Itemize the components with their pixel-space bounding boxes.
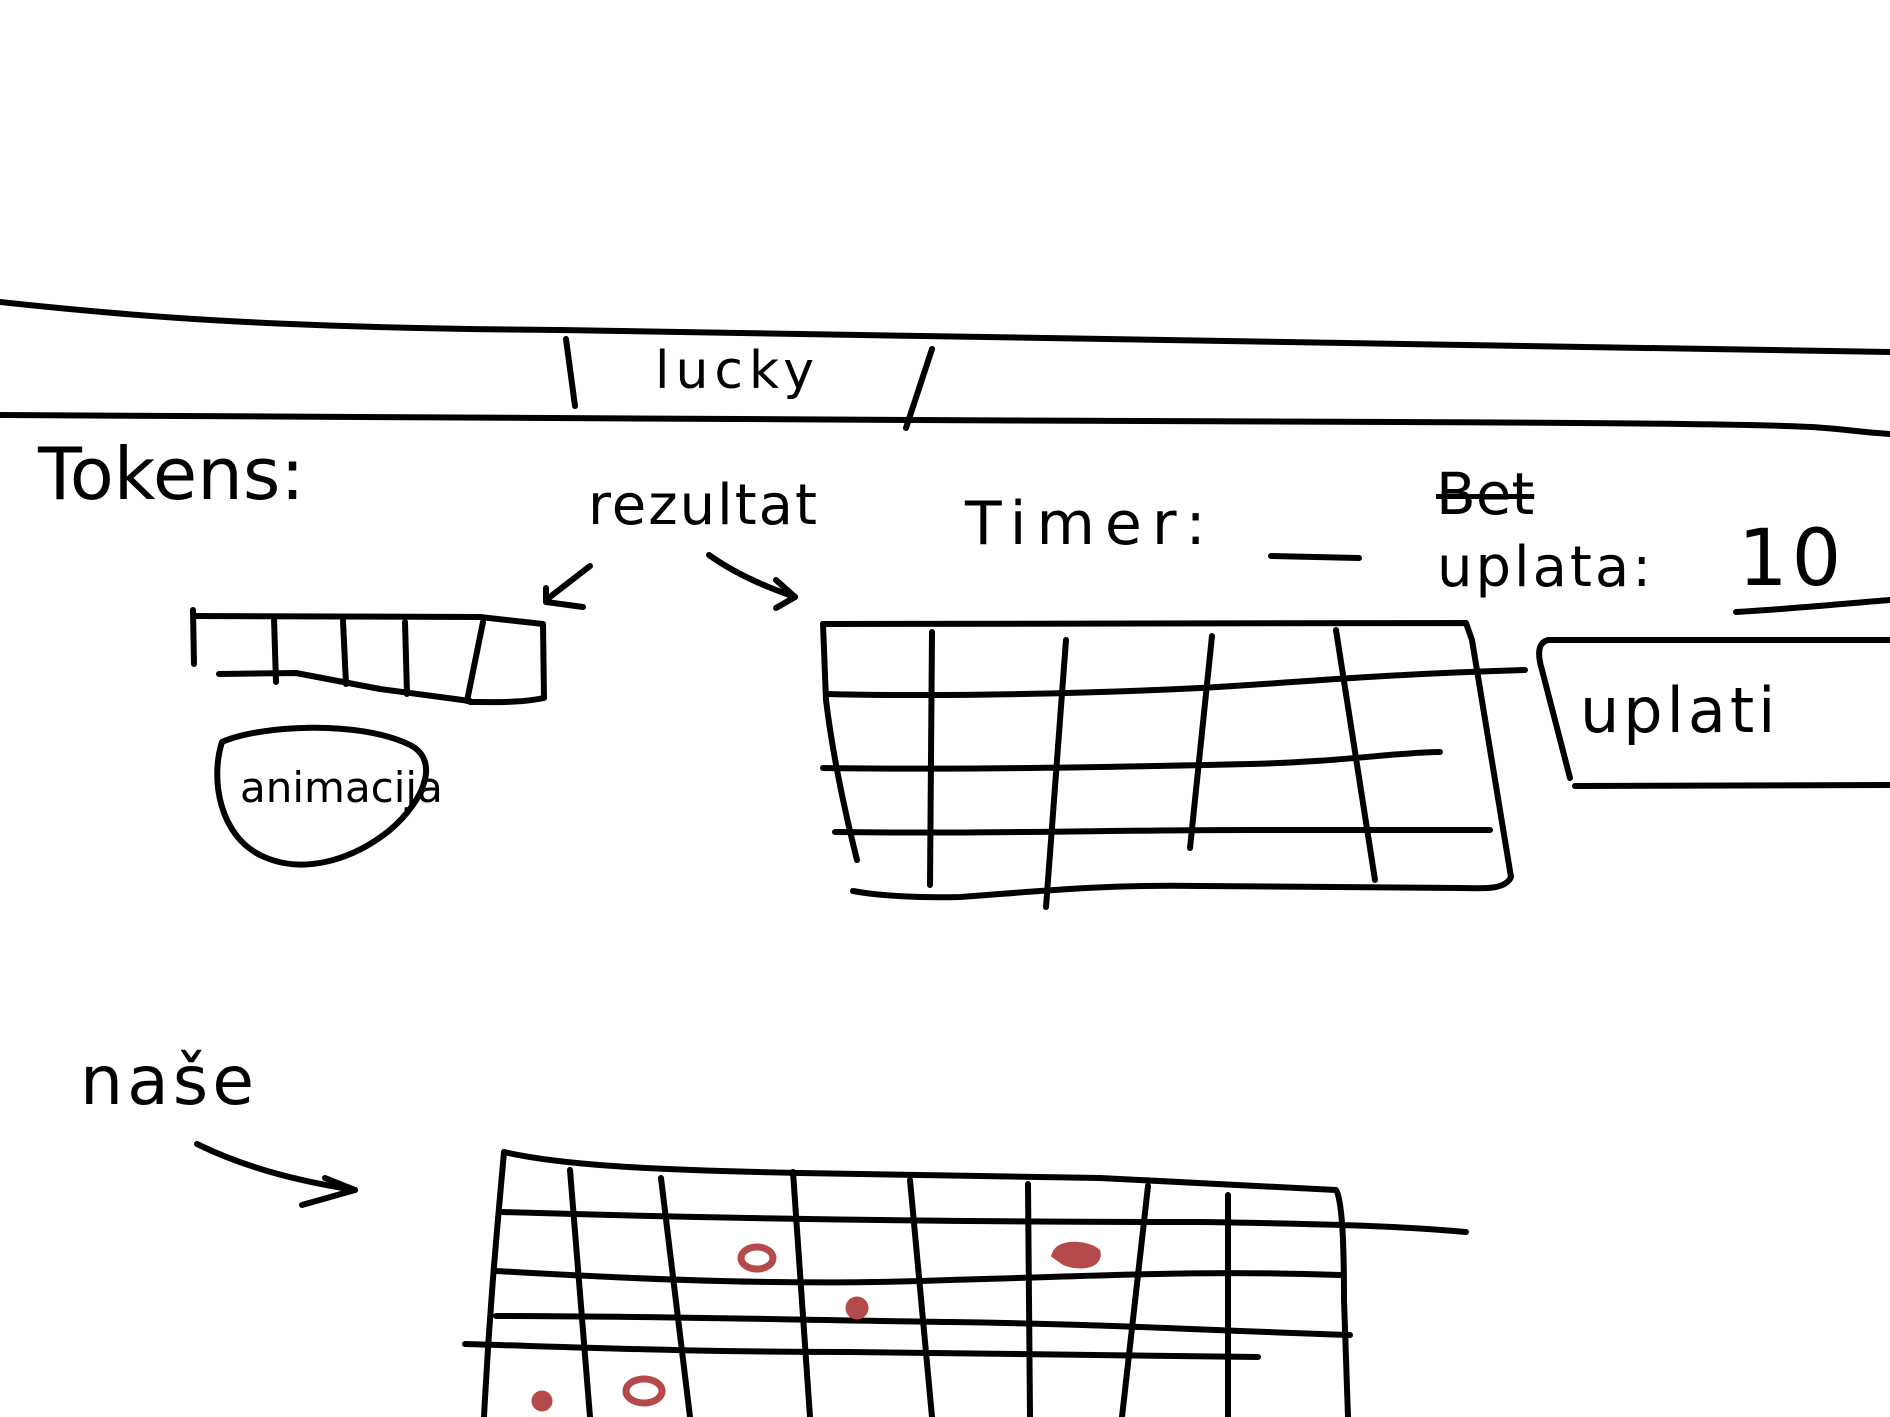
arrow-to-tokens-strip (543, 563, 593, 610)
our-numbers-marks (531, 1241, 1101, 1412)
pay-button[interactable] (1540, 640, 1890, 788)
tab-lucky[interactable]: lucky (655, 341, 821, 401)
selected-number-mark (845, 1296, 869, 1320)
results-label: rezultat (588, 473, 819, 538)
animation-area (214, 724, 429, 868)
arrow-to-results-grid (706, 552, 798, 611)
tokens-strip (190, 607, 547, 706)
bet-struck-word: Bet (1436, 460, 1535, 528)
tab-lucky-outline (563, 336, 935, 431)
selected-number-mark (622, 1375, 666, 1407)
timer-value-blank (1268, 553, 1362, 561)
header-bar (0, 299, 1890, 437)
selected-number-mark (1050, 1241, 1101, 1269)
results-grid (820, 620, 1528, 910)
bet-amount-value[interactable]: 10 (1738, 514, 1846, 604)
bet-amount-underline (1733, 597, 1890, 615)
bet-amount-label: uplata: (1437, 535, 1655, 600)
pay-button-label: uplati (1580, 674, 1780, 747)
selected-number-mark (737, 1243, 777, 1273)
timer-label: Timer: (965, 489, 1216, 559)
our-numbers-grid (462, 1149, 1469, 1417)
our-numbers-label: naše (80, 1042, 259, 1121)
selected-number-mark (531, 1390, 553, 1412)
pay-button-outline (1536, 637, 1890, 789)
animation-label: animacija (240, 763, 443, 812)
tokens-label: Tokens: (38, 432, 305, 516)
arrow-to-our-numbers-grid (194, 1141, 358, 1208)
